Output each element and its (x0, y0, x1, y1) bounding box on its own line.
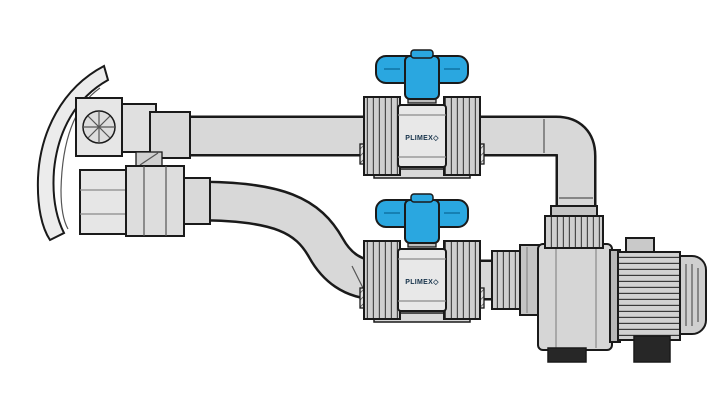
lower-fitting-plate (79, 169, 127, 235)
lower-valve-label: PLIMEX◇ (405, 279, 439, 286)
pump-top-union (544, 215, 604, 249)
internals-spoke-d2 (87, 115, 111, 139)
upper-ball-valve (359, 49, 485, 179)
lower-fitting-socket (183, 177, 211, 225)
lower-pipe (195, 183, 505, 298)
fan-cover (679, 255, 707, 335)
pump-assembly (491, 205, 707, 363)
upper-pipe (150, 118, 594, 232)
wall-fitting (36, 64, 211, 242)
pump-casing (537, 243, 613, 351)
pump-foot-front (547, 347, 587, 363)
fitting-union-nut (125, 165, 185, 237)
upper-fitting-socket (149, 111, 191, 159)
screw-slot (139, 152, 159, 166)
upper-valve-label: PLIMEX◇ (405, 135, 439, 142)
pipe-runs (150, 115, 597, 301)
pump-foot-rear (633, 335, 671, 363)
lower-ball-valve (359, 193, 485, 323)
motor-body (617, 251, 681, 341)
wall-flange-bell (36, 64, 110, 242)
pump-inlet-union (491, 250, 523, 310)
